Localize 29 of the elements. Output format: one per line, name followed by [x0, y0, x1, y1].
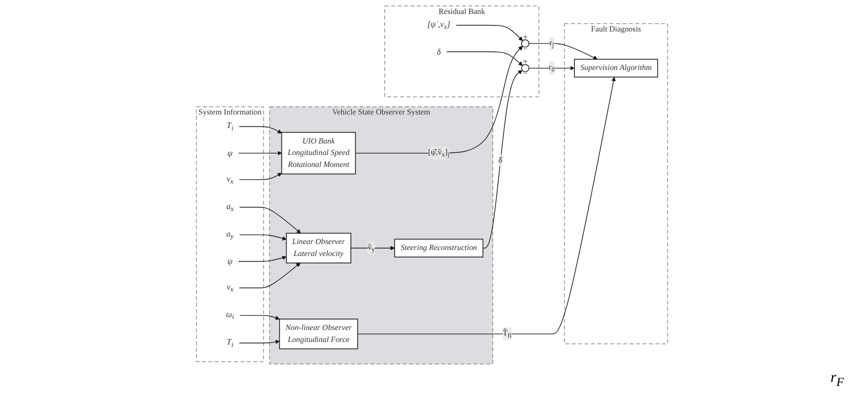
- arrow: [456, 24, 523, 42]
- arrow: [238, 150, 282, 156]
- node-text: T$_{i}$: [226, 120, 234, 132]
- arrow: [239, 262, 300, 288]
- node-text: ψ̇: [227, 256, 233, 266]
- node-text: ψ̇: [227, 148, 233, 158]
- arrow: [355, 46, 523, 154]
- node-text: a$_{x}$: [226, 201, 234, 213]
- node-text: v$_{x}$: [226, 174, 234, 186]
- residual-label: r$_{F}$: [830, 370, 844, 386]
- arrow: [446, 51, 523, 66]
- node-text: a$_{y}$: [226, 228, 234, 241]
- node-text: T$_{i}$: [226, 337, 234, 349]
- arrow: [240, 315, 280, 320]
- arrow: [482, 70, 522, 248]
- node-text: v$_{x}$: [226, 282, 234, 294]
- arrow: [350, 246, 395, 250]
- node-text: [ψ̇ ,v$_{x}$]: [427, 19, 450, 31]
- arrow: [238, 256, 287, 262]
- arrow: [238, 126, 282, 134]
- node-text: ω$_{i}$: [226, 310, 234, 322]
- node-text: δ: [436, 46, 441, 56]
- arrow: [239, 206, 301, 234]
- arrow: [357, 76, 616, 334]
- arrow: [238, 340, 280, 344]
- arrow: [239, 172, 282, 180]
- arrow: [528, 43, 598, 60]
- arrow: [528, 66, 575, 70]
- arrow: [239, 234, 287, 240]
